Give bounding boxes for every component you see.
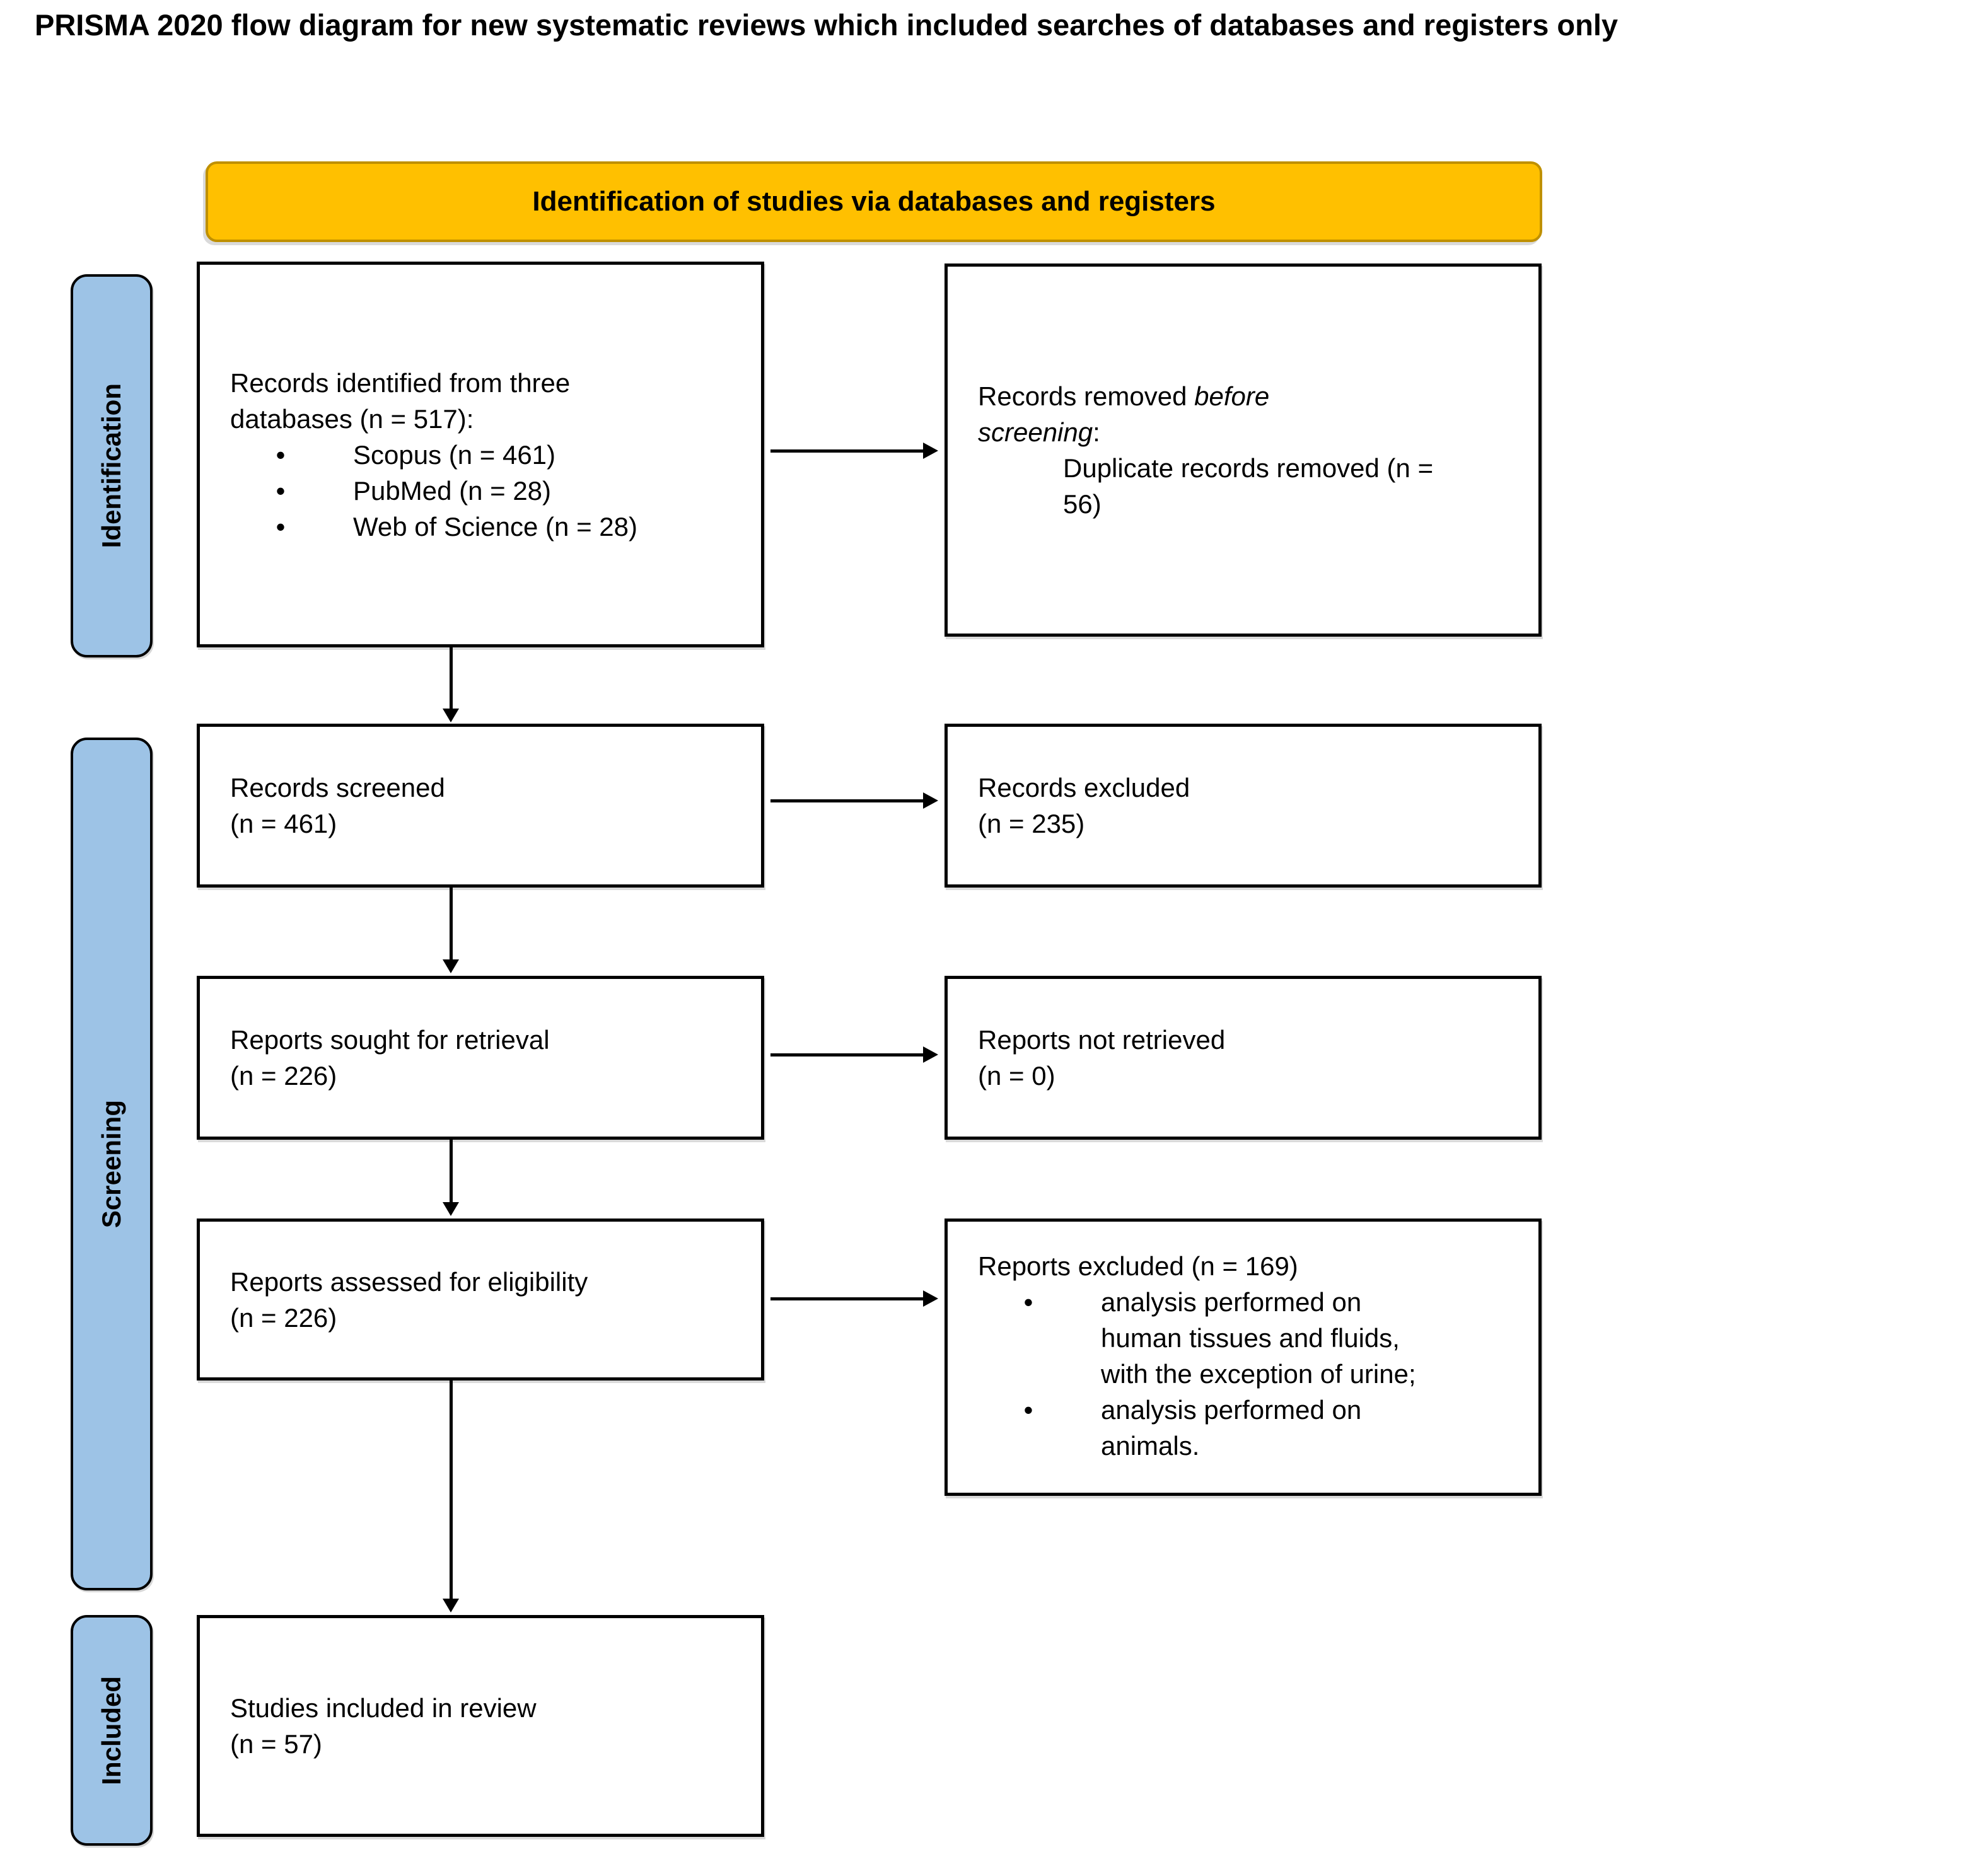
stage-included-label: Included xyxy=(96,1676,126,1785)
reports-sought-label: Reports sought for retrieval xyxy=(230,1025,550,1055)
arrow-screened-to-excluded xyxy=(770,799,923,802)
arrow-identified-to-removed xyxy=(770,449,923,453)
bullet-icon: • xyxy=(276,475,286,506)
records-removed-italic: before screening xyxy=(978,381,1270,447)
arrowhead-down-icon xyxy=(443,959,459,973)
banner-identification-of-studies: Identification of studies via databases … xyxy=(206,161,1542,242)
studies-included-label: Studies included in review xyxy=(230,1693,537,1723)
bullet-icon: • xyxy=(1023,1395,1033,1425)
list-item: • analysis performed on human tissues an… xyxy=(1016,1284,1520,1392)
arrow-assessed-to-included xyxy=(450,1381,453,1600)
box-reports-assessed: Reports assessed for eligibility (n = 22… xyxy=(197,1219,764,1381)
page-title: PRISMA 2020 flow diagram for new systema… xyxy=(35,8,1619,42)
list-item: • analysis performed on animals. xyxy=(1016,1392,1520,1464)
box-records-removed: Records removed before screening: Duplic… xyxy=(945,263,1542,637)
reports-excluded-item: analysis performed on animals. xyxy=(1101,1395,1362,1461)
box-records-excluded: Records excluded (n = 235) xyxy=(945,724,1542,888)
reports-excluded-item: analysis performed on human tissues and … xyxy=(1101,1287,1416,1389)
reports-not-retrieved-label: Reports not retrieved xyxy=(978,1025,1226,1055)
reports-excluded-intro: Reports excluded (n = 169) xyxy=(978,1251,1298,1281)
list-item: • PubMed (n = 28) xyxy=(268,473,742,509)
records-identified-intro: Records identified from three databases … xyxy=(230,368,571,434)
stage-screening: Screening xyxy=(71,738,153,1590)
box-studies-included: Studies included in review (n = 57) xyxy=(197,1615,764,1837)
box-records-screened: Records screened (n = 461) xyxy=(197,724,764,888)
arrowhead-right-icon xyxy=(923,1290,938,1307)
records-identified-item: Scopus (n = 461) xyxy=(353,439,556,470)
records-screened-label: Records screened xyxy=(230,773,445,802)
arrow-sought-to-not-retrieved xyxy=(770,1053,923,1056)
list-item: • Web of Science (n = 28) xyxy=(268,509,742,545)
stage-included: Included xyxy=(71,1615,153,1846)
stage-screening-label: Screening xyxy=(96,1099,126,1229)
records-excluded-label: Records excluded xyxy=(978,773,1190,802)
records-removed-prefix: Records removed xyxy=(978,381,1195,411)
reports-assessed-label: Reports assessed for eligibility xyxy=(230,1266,588,1297)
bullet-icon: • xyxy=(1023,1287,1033,1317)
bullet-icon: • xyxy=(276,511,286,541)
arrowhead-down-icon xyxy=(443,1202,459,1216)
studies-included-n: (n = 57) xyxy=(230,1729,322,1759)
records-removed-suffix: : xyxy=(1093,417,1100,447)
records-removed-intro: Records removed before screening: xyxy=(978,378,1369,450)
records-screened-n: (n = 461) xyxy=(230,809,337,838)
bullet-icon: • xyxy=(276,439,286,470)
box-records-identified: Records identified from three databases … xyxy=(197,262,764,647)
arrowhead-right-icon xyxy=(923,443,938,459)
records-identified-item: Web of Science (n = 28) xyxy=(353,511,637,541)
stage-identification-label: Identification xyxy=(96,383,126,548)
arrowhead-down-icon xyxy=(443,1599,459,1612)
box-reports-excluded: Reports excluded (n = 169) • analysis pe… xyxy=(945,1219,1542,1496)
box-reports-not-retrieved: Reports not retrieved (n = 0) xyxy=(945,976,1542,1140)
list-item: • Scopus (n = 461) xyxy=(268,437,742,473)
reports-sought-n: (n = 226) xyxy=(230,1061,337,1091)
arrowhead-right-icon xyxy=(923,792,938,809)
box-reports-sought: Reports sought for retrieval (n = 226) xyxy=(197,976,764,1140)
reports-not-retrieved-n: (n = 0) xyxy=(978,1061,1055,1091)
records-removed-sub-item: Duplicate records removed (n = 56) xyxy=(1063,453,1434,519)
arrowhead-right-icon xyxy=(923,1046,938,1063)
arrow-assessed-to-reports-excluded xyxy=(770,1297,923,1300)
records-identified-item: PubMed (n = 28) xyxy=(353,475,552,506)
arrow-sought-to-assessed xyxy=(450,1140,453,1203)
reports-assessed-n: (n = 226) xyxy=(230,1302,337,1333)
arrowhead-down-icon xyxy=(443,709,459,722)
banner-label: Identification of studies via databases … xyxy=(532,186,1216,217)
records-excluded-n: (n = 235) xyxy=(978,809,1085,838)
arrow-screened-to-sought xyxy=(450,888,453,961)
stage-identification: Identification xyxy=(71,274,153,657)
arrow-identified-to-screened xyxy=(450,647,453,710)
